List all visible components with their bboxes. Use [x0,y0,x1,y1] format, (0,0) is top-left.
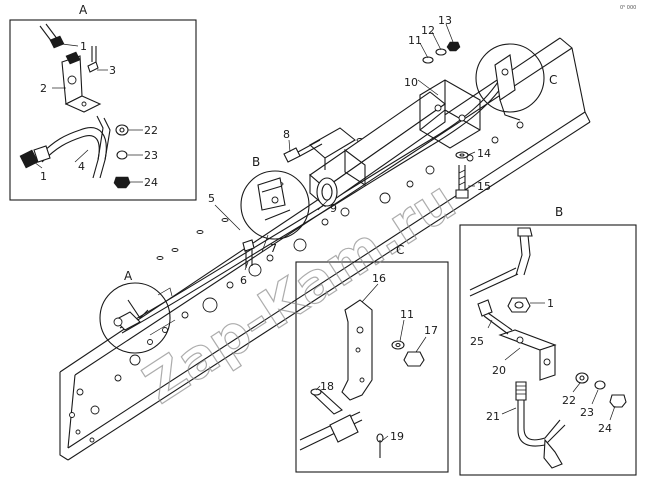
view-b-title: B [555,205,563,219]
detail-circle-c [475,43,545,121]
label-2: 2 [40,82,47,95]
label-23-b: 23 [580,406,594,419]
view-a-title: A [79,3,88,17]
label-1-b: 1 [547,297,554,310]
label-1-top-a: 1 [80,40,87,53]
detail-view-b [459,224,637,476]
label-17: 17 [424,324,438,337]
label-10: 10 [404,76,418,89]
label-11-main: 11 [408,34,422,47]
frame-rail [59,37,591,461]
bolt-6 [242,239,255,268]
cross-member [309,79,481,208]
label-24-a: 24 [144,176,158,189]
label-11-c: 11 [400,308,414,321]
label-13: 13 [438,14,452,27]
bolt-15 [455,165,469,199]
washer-14 [455,151,469,159]
label-19: 19 [390,430,404,443]
main-callout-c: C [549,73,557,87]
label-25: 25 [470,335,484,348]
detail-view-c [295,261,449,473]
label-8: 8 [283,128,290,141]
label-5: 5 [208,192,215,205]
leader-lines [33,23,616,441]
watermark: Zap-Kam.ru [132,168,467,416]
label-7: 7 [270,242,277,255]
main-callout-b: B [252,155,260,169]
label-9: 9 [330,202,337,215]
label-6: 6 [240,274,247,287]
detail-view-a [9,19,197,201]
corner-code: 0⁵ 000 [620,5,636,11]
label-1-bottom-a: 1 [40,170,47,183]
label-16: 16 [372,272,386,285]
label-24-b: 24 [598,422,612,435]
label-12: 12 [421,24,435,37]
label-21: 21 [486,410,500,423]
view-c-title: C [396,243,404,257]
bracket-upper [309,127,356,170]
label-23-a: 23 [144,149,158,162]
label-15: 15 [477,180,491,193]
label-22-b: 22 [562,394,576,407]
label-18: 18 [320,380,334,393]
detail-circle-b [240,170,310,240]
label-20: 20 [492,364,506,377]
detail-circle-a [99,282,171,354]
watermark-text: Zap-Kam.ru [133,169,467,416]
label-14: 14 [477,147,491,160]
label-3: 3 [109,64,116,77]
main-callout-a: A [124,269,133,283]
label-4: 4 [78,160,85,173]
hardware-11-13 [422,41,461,64]
bolt-8 [283,139,323,163]
label-22-a: 22 [144,124,158,137]
